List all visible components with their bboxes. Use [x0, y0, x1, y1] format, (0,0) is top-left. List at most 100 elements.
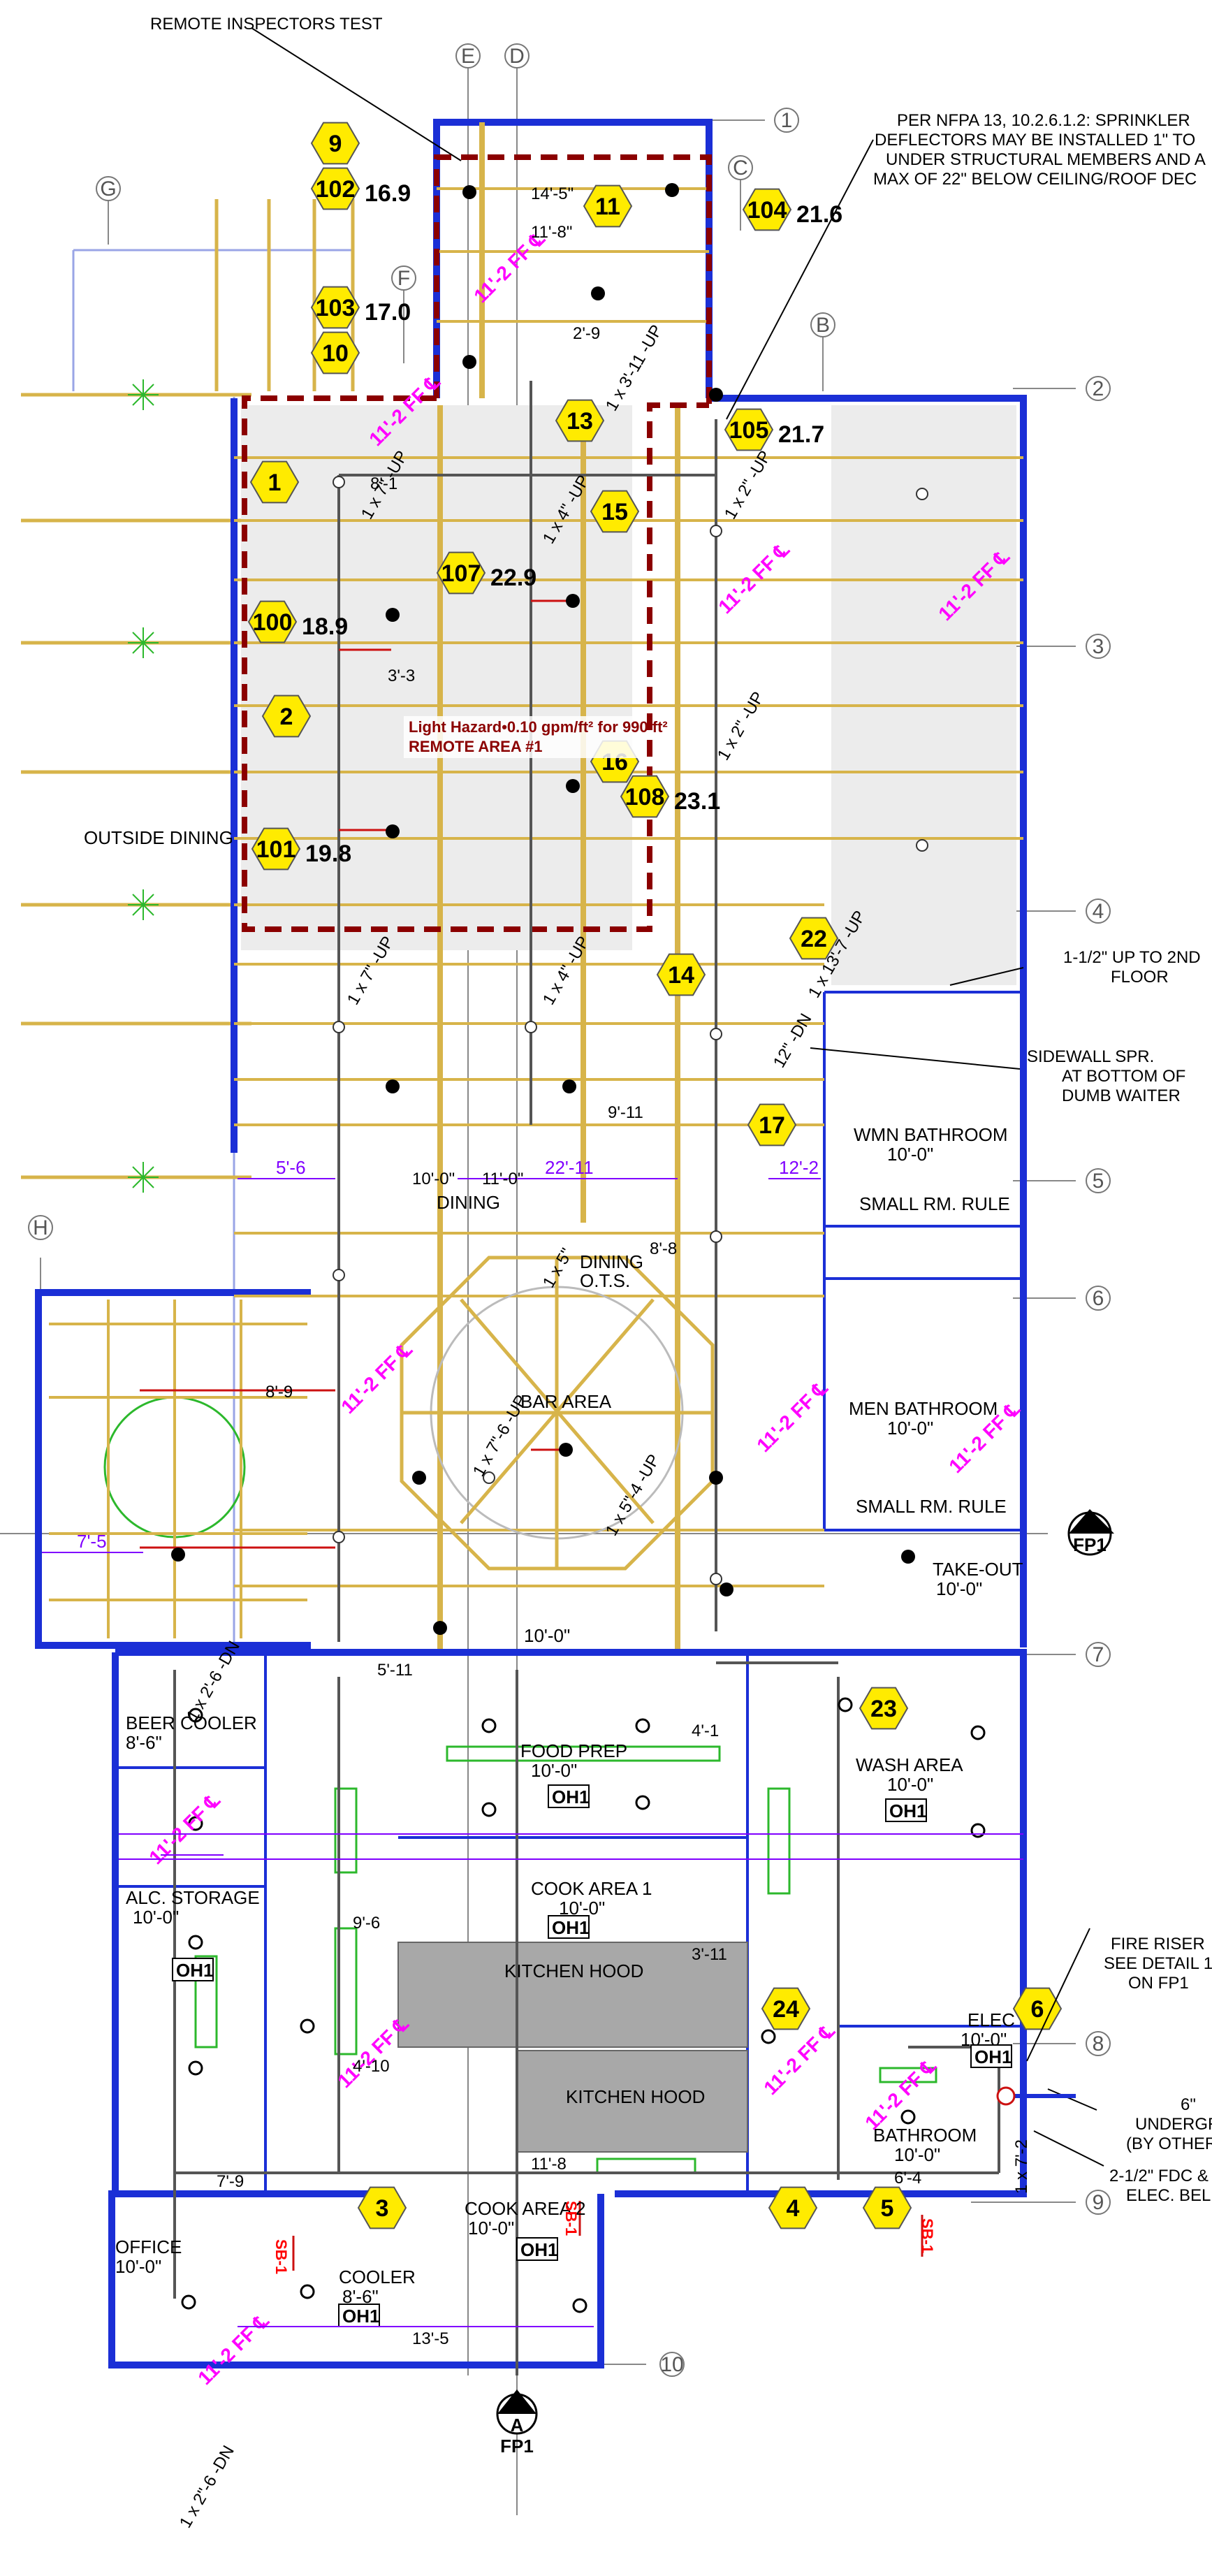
room-elec: ELEC	[968, 2009, 1015, 2030]
node-hexagon	[247, 600, 298, 643]
room-food-prep: FOOD PREP	[520, 1740, 627, 1761]
remote-area-boundary	[242, 154, 712, 932]
small-room-rule: SMALL RM. RULE	[859, 1193, 1010, 1214]
node-number: 5	[881, 2195, 894, 2222]
room-takeout: TAKE-OUT	[933, 1559, 1023, 1580]
grid-label: E	[461, 45, 475, 68]
callout: 9'-11	[608, 1103, 643, 1122]
room-dining-ots: DINING	[580, 1251, 643, 1272]
grid-label: 5	[1093, 1170, 1104, 1193]
node-6: 6	[1012, 1987, 1063, 2030]
node-pressure: 18.9	[302, 613, 348, 640]
room-men-bath: MEN BATHROOM	[849, 1398, 998, 1419]
node-pressure: 19.8	[305, 841, 351, 867]
room-alc-storage: 10'-0"	[133, 1907, 179, 1928]
node-number: 102	[316, 176, 356, 203]
callout: 9'-6	[353, 1914, 380, 1933]
node-hexagon	[747, 1103, 797, 1147]
fans	[128, 379, 159, 1193]
node-number: 17	[759, 1112, 785, 1139]
sprinkler-head	[433, 1621, 447, 1635]
sprinkler-head	[709, 388, 723, 402]
grid-label: H	[33, 1216, 48, 1239]
node-15: 15	[590, 490, 640, 533]
kitchen-counters	[194, 1745, 937, 2174]
section-sheet: FP1	[500, 2436, 534, 2457]
callout: 3'-3	[388, 667, 415, 685]
fitting	[710, 525, 722, 537]
node-hexagon	[768, 2186, 818, 2229]
kitchen-head	[188, 1935, 203, 1950]
callout: 14'-5"	[531, 184, 574, 203]
sprinkler-head	[665, 183, 679, 197]
remote-area-text: REMOTE AREA #1	[409, 738, 543, 755]
callout: 5'-11	[377, 1661, 413, 1680]
room-dining-ots: O.T.S.	[580, 1270, 630, 1291]
kitchen-head	[900, 2109, 916, 2125]
node-13: 13	[555, 399, 605, 442]
room-wmn-bath: 10'-0"	[887, 1144, 933, 1165]
room-men-bath: 10'-0"	[887, 1418, 933, 1439]
fire-riser-line: ON FP1	[1128, 1974, 1189, 1993]
node-1: 1	[249, 460, 300, 504]
room-cook-area-1: COOK AREA 1	[531, 1878, 652, 1899]
nfpa-note-line: UNDER STRUCTURAL MEMBERS AND A	[886, 150, 1206, 169]
node-hexagon	[724, 408, 774, 451]
nfpa-note-line: DEFLECTORS MAY BE INSTALLED 1" TO	[875, 131, 1195, 150]
sprinkler-head	[709, 1471, 723, 1485]
kitchen-head	[970, 1725, 986, 1740]
node-9: 9	[310, 122, 360, 165]
nfpa-note-line: PER NFPA 13, 10.2.6.1.2: SPRINKLER	[897, 111, 1190, 130]
sprinkler-heads	[171, 183, 915, 1635]
node-pressure: 21.7	[778, 421, 824, 448]
sprinkler-head	[562, 1079, 576, 1093]
grid-label: 2	[1093, 377, 1104, 400]
kitchen-head	[188, 1708, 203, 1723]
fitting	[483, 1471, 495, 1484]
callout: 8'-1	[370, 474, 397, 493]
grid-label: 10	[660, 2353, 683, 2376]
room-wash-area: WASH AREA	[856, 1754, 963, 1775]
node-4: 4	[768, 2186, 818, 2229]
room-dining: DINING	[437, 1192, 500, 1213]
callout: 4'-10	[353, 2057, 390, 2076]
node-hexagon	[310, 122, 360, 165]
sprinkler-head	[171, 1548, 185, 1562]
fitting	[525, 1021, 537, 1033]
node-hexagon	[261, 694, 312, 738]
node-number: 108	[625, 784, 665, 810]
grid-label: 9	[1093, 2191, 1104, 2214]
node-hexagon	[789, 917, 839, 960]
node-number: 15	[601, 499, 628, 525]
sidewall-line: DUMB WAITER	[1062, 1086, 1181, 1105]
callout: 1 x 2" -UP	[714, 688, 768, 764]
sprinkler-head	[901, 1550, 915, 1564]
inspectors-test-note: REMOTE INSPECTORS TEST	[150, 15, 383, 34]
fittings	[333, 476, 928, 1585]
node-number: 100	[253, 609, 293, 636]
dim-text: 12'-2	[779, 1157, 819, 1178]
fdc-note: 2-1/2" FDC & ELEC. BELL	[1109, 2167, 1212, 2205]
node-hexagon	[357, 2186, 407, 2229]
oh1-tag: OH1	[552, 1917, 589, 1938]
room-alc-storage: ALC. STORAGE	[126, 1887, 260, 1908]
room-takeout: 10'-0"	[936, 1578, 982, 1599]
sb1-tag: SB-1	[919, 2218, 936, 2253]
fire-riser-note: FIRE RISER SEE DETAIL 1 ON FP1	[1104, 1935, 1212, 1993]
node-pressure: 21.6	[796, 201, 842, 228]
kitchen-head	[188, 2060, 203, 2076]
fire-riser-line: FIRE RISER	[1111, 1935, 1205, 1953]
grid-label: G	[100, 177, 116, 201]
fitting	[333, 1531, 345, 1543]
sprinkler-head	[386, 608, 400, 622]
node-pressure: 17.0	[365, 299, 411, 326]
oh1-tag: OH1	[552, 1787, 589, 1807]
fitting	[916, 488, 928, 500]
node-number: 23	[870, 1696, 897, 1722]
sidewall-line: SIDEWALL SPR.	[1027, 1047, 1154, 1066]
node-number: 9	[329, 131, 342, 157]
